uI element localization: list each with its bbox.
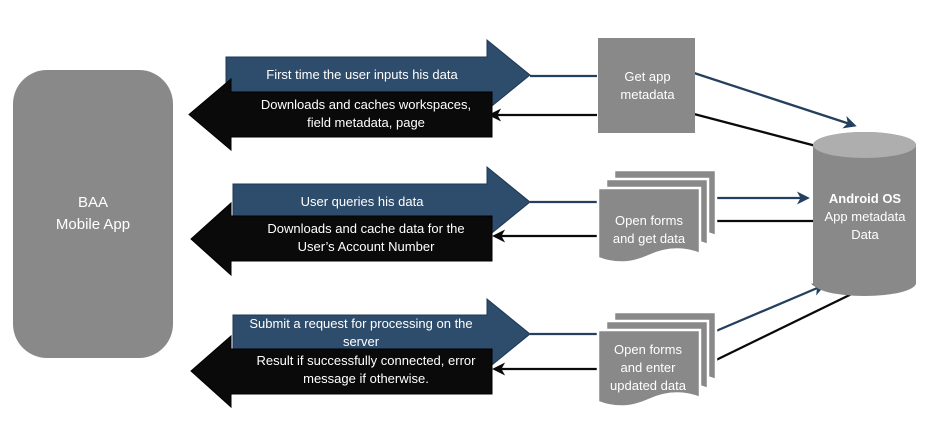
response-arrow-3 [190,334,493,409]
cylinder-body [813,132,916,296]
open-forms-update-data-stack [596,310,718,408]
response-arrow-1 [188,77,493,152]
get-app-metadata-box [598,38,695,133]
connector-request-1-to-db [693,71,857,129]
open-forms-get-data-stack [596,168,718,264]
connector-request-3-to-db [715,283,826,333]
document-front [596,328,702,408]
mobile-app-node [13,70,173,358]
database-cylinder [813,132,916,296]
cylinder-top [813,132,916,158]
connector-response-3-from-db [713,285,867,363]
connector-response-1-from-db [693,112,817,148]
document-front [596,186,702,264]
response-arrow-2 [190,201,493,277]
